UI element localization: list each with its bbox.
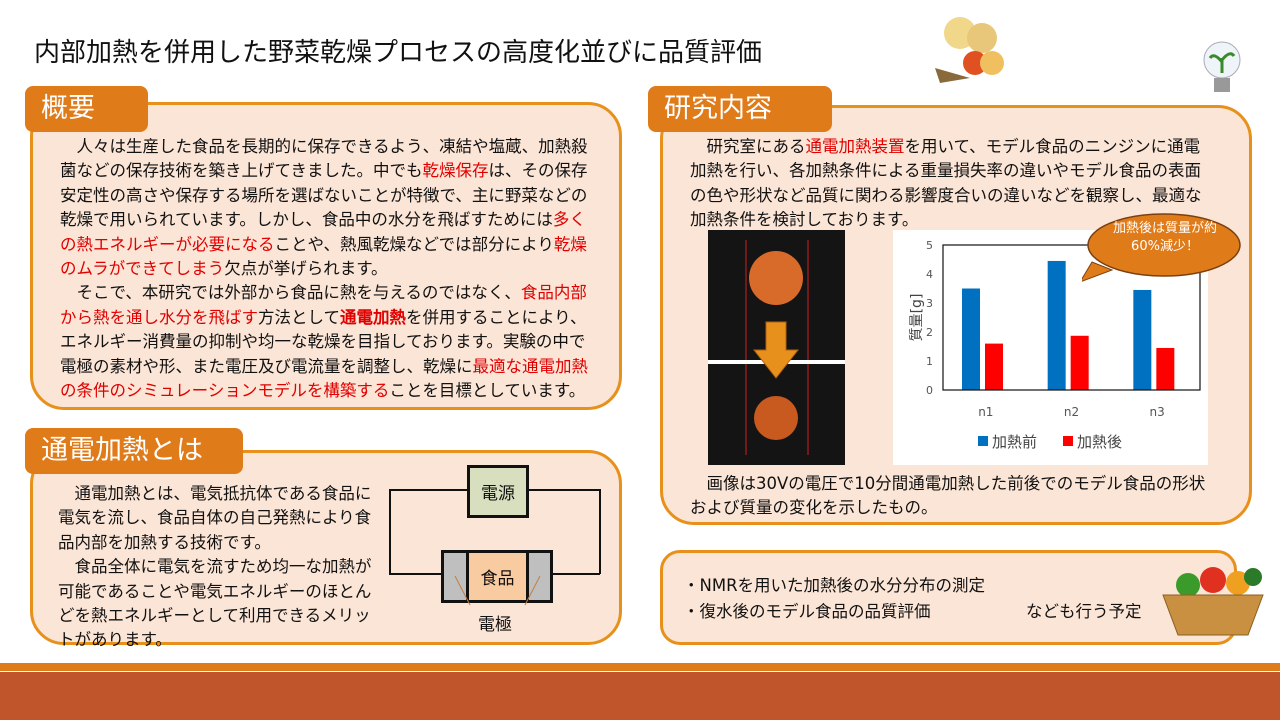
footer-bar bbox=[0, 672, 1280, 720]
y-tick-label: 0 bbox=[926, 384, 933, 397]
legend-label: 加熱前 bbox=[992, 433, 1037, 451]
overview-text: 人々は生産した食品を長期的に保存できるよう、凍結や塩蔵、加熱殺菌などの保存技術を… bbox=[60, 135, 600, 403]
body-text: そこで、本研究では外部から食品に熱を与えるのではなく、 bbox=[76, 283, 521, 303]
highlight-text: 乾燥のムラができてしまう bbox=[60, 234, 587, 279]
body-text: 通電加熱とは、電気抵抗体である食品に電気を流し、食品自体の自己発熱により食品内部… bbox=[58, 484, 372, 650]
body-text: を用いて、モデル食品のニンジンに通電加熱を行い、各加熱条件による重量損失率の違い… bbox=[690, 137, 1202, 230]
bar-加熱前-n1 bbox=[962, 288, 980, 390]
x-tick-label: n1 bbox=[978, 405, 993, 419]
legend-swatch bbox=[1063, 436, 1073, 446]
legend-label: 加熱後 bbox=[1077, 433, 1122, 451]
body-text: 方法として bbox=[258, 307, 341, 327]
callout-bubble: 加熱後は質量が約60%減少！ bbox=[1082, 212, 1242, 288]
callout-text: 加熱後は質量が約60%減少！ bbox=[1112, 221, 1217, 254]
research-caption: 画像は30Vの電圧で10分間通電加熱した前後でのモデル食品の形状および質量の変化… bbox=[690, 474, 1206, 518]
highlight-text: 通電加熱装置 bbox=[805, 137, 905, 156]
y-axis-label: 質量[g] bbox=[909, 294, 925, 342]
overview-heading: 概要 bbox=[25, 86, 148, 132]
body-text: を併用することにより、エネルギー消費量の抑制や均一な乾燥を目指しております。実験… bbox=[60, 307, 587, 376]
footer-stripe bbox=[0, 663, 1280, 671]
bar-加熱前-n2 bbox=[1047, 260, 1066, 390]
dried-vegetables-illustration bbox=[930, 8, 1010, 88]
x-tick-label: n2 bbox=[1064, 405, 1079, 419]
ohmic-text: 通電加熱とは、電気抵抗体である食品に電気を流し、食品自体の自己発熱により食品内部… bbox=[58, 482, 376, 653]
bar-加熱後-n1 bbox=[985, 343, 1003, 390]
y-tick-label: 3 bbox=[926, 297, 933, 310]
highlight-text: 多くの熱エネルギーが必要になる bbox=[60, 210, 586, 254]
highlight-text: 最適な通電加熱の条件のシミュレーションモデルを構築する bbox=[60, 356, 588, 401]
lightbulb-icon bbox=[1198, 38, 1246, 98]
y-tick-label: 5 bbox=[926, 239, 933, 252]
highlight-text: 食品内部から熱を通し水分を飛ばす bbox=[60, 283, 587, 327]
highlight-text: 乾燥保存 bbox=[422, 161, 489, 181]
ohmic-heading: 通電加熱とは bbox=[25, 428, 243, 474]
x-tick-label: n3 bbox=[1150, 405, 1165, 419]
research-text: 研究室にある通電加熱装置を用いて、モデル食品のニンジンに通電加熱を行い、各加熱条… bbox=[690, 135, 1210, 233]
body-text: は、その保存安定性の高さや保存する場所を選ばないことが特徴で、主に野菜などの乾燥… bbox=[60, 161, 588, 230]
future-panel bbox=[660, 550, 1237, 645]
y-tick-label: 2 bbox=[926, 326, 933, 339]
vegetable-basket-illustration bbox=[1158, 555, 1268, 640]
bar-加熱前-n3 bbox=[1133, 289, 1152, 390]
body-text: 研究室にある bbox=[690, 137, 806, 156]
page-title: 内部加熱を併用した野菜乾燥プロセスの高度化並びに品質評価 bbox=[34, 38, 763, 68]
research-heading: 研究内容 bbox=[648, 86, 832, 132]
highlight-text: 通電加熱 bbox=[340, 307, 407, 327]
body-text: 欠点が挙げられます。 bbox=[224, 259, 388, 279]
electrode-label: 電極 bbox=[478, 615, 512, 635]
body-text: 人々は生産した食品を長期的に保存できるよう、凍結や塩蔵、加熱殺菌などの保存技術を… bbox=[60, 137, 588, 181]
y-tick-label: 4 bbox=[926, 268, 933, 281]
carrot-photo bbox=[708, 230, 845, 465]
future-note: なども行う予定 bbox=[1026, 602, 1142, 621]
bar-加熱後-n2 bbox=[1070, 335, 1089, 390]
legend-swatch bbox=[978, 436, 988, 446]
body-text: ことや、熱風乾燥などでは部分により bbox=[274, 234, 554, 254]
plot-area bbox=[942, 244, 1201, 391]
body-text: ことを目標としています。 bbox=[389, 381, 586, 401]
power-source-box: 電源 bbox=[467, 465, 529, 518]
overview-panel bbox=[30, 102, 622, 410]
bar-加熱後-n3 bbox=[1156, 347, 1175, 390]
y-tick-label: 1 bbox=[926, 355, 933, 368]
future-item-1: ・NMRを用いた加熱後の水分分布の測定 bbox=[683, 576, 986, 595]
future-item-2: ・復水後のモデル食品の品質評価 bbox=[683, 602, 931, 621]
